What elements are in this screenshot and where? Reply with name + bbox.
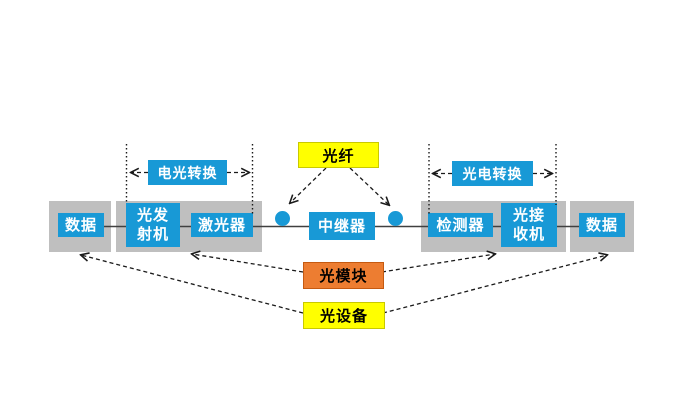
fiber-arrows — [290, 167, 389, 205]
node-optical-transmitter-line1: 光发 — [136, 207, 169, 224]
node-optical-receiver-line2: 收机 — [512, 226, 545, 243]
label-optical-device-text: 光设备 — [319, 308, 368, 325]
label-eo-conversion-text: 电光转换 — [157, 164, 218, 181]
node-data-left: 数据 — [58, 213, 104, 237]
node-optical-receiver: 光接 收机 — [501, 203, 557, 247]
node-laser: 激光器 — [191, 213, 253, 237]
node-laser-label: 激光器 — [197, 216, 246, 234]
node-data-right: 数据 — [579, 213, 625, 237]
node-repeater-label: 中继器 — [317, 217, 366, 235]
node-optical-receiver-line1: 光接 — [512, 207, 545, 224]
node-optical-transmitter: 光发 射机 — [126, 203, 180, 247]
label-optical-device: 光设备 — [303, 302, 385, 329]
node-detector-label: 检测器 — [436, 216, 485, 234]
label-optical-module: 光模块 — [303, 262, 384, 289]
fiber-dot-right — [388, 211, 403, 226]
label-optical-module-text: 光模块 — [319, 268, 368, 285]
node-detector: 检测器 — [428, 213, 493, 237]
node-optical-transmitter-line2: 射机 — [136, 226, 169, 243]
label-oe-conversion: 光电转换 — [452, 161, 533, 186]
fiber-dot-left — [275, 211, 290, 226]
label-eo-conversion: 电光转换 — [148, 160, 227, 185]
label-oe-conversion-text: 光电转换 — [462, 165, 523, 182]
label-fiber: 光纤 — [298, 142, 379, 168]
node-data-right-label: 数据 — [585, 216, 618, 234]
node-repeater: 中继器 — [309, 212, 375, 240]
label-fiber-text: 光纤 — [322, 147, 355, 165]
node-data-left-label: 数据 — [64, 216, 97, 234]
